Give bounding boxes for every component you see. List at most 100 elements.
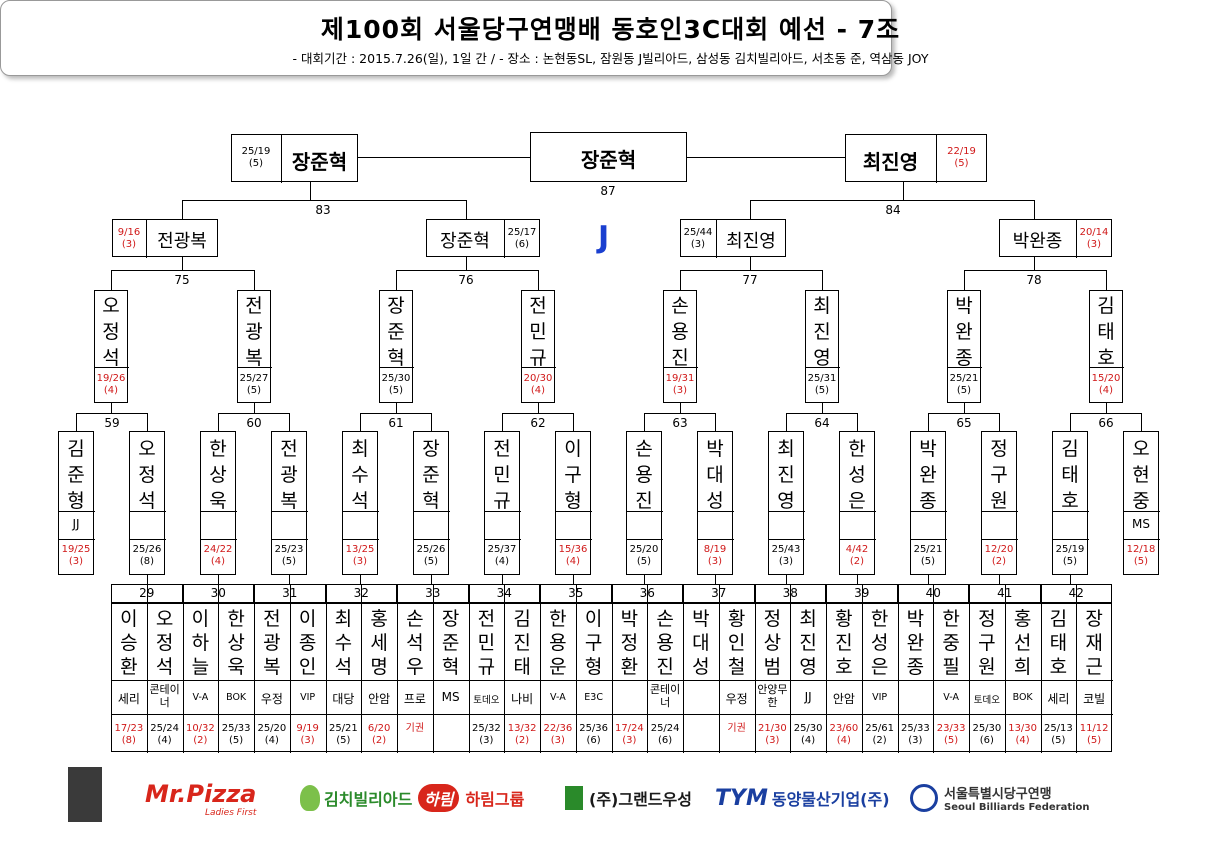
player-name-char: 한 bbox=[549, 608, 567, 630]
match-innings: (3) bbox=[300, 735, 315, 746]
match-number: 62 bbox=[530, 416, 546, 430]
bracket-line bbox=[1034, 200, 1035, 220]
match-score: 25/13 bbox=[1043, 723, 1073, 734]
match-score: 25/21 bbox=[913, 544, 943, 555]
bracket-line bbox=[111, 270, 255, 271]
player-name-char: 수 bbox=[351, 464, 369, 486]
match-score: 25/23 bbox=[274, 544, 304, 555]
bracket-line bbox=[183, 603, 184, 753]
match-number-box bbox=[111, 584, 183, 603]
round32-player-box bbox=[839, 431, 875, 575]
player-club: 프로 bbox=[403, 692, 426, 706]
player-name-char: 정 bbox=[620, 632, 639, 654]
sponsor-name: Mr.Pizza bbox=[145, 780, 257, 808]
player-name-char: 복 bbox=[263, 656, 281, 678]
match-score: 25/32 bbox=[471, 723, 501, 734]
player-name-char: 정 bbox=[978, 608, 996, 630]
bracket-line bbox=[147, 413, 148, 432]
match-score: 25/21 bbox=[328, 723, 358, 734]
sponsor-name: (주)그랜드우성 bbox=[589, 790, 692, 809]
match-score: 6/20 bbox=[367, 723, 391, 734]
player-name-char: 황 bbox=[727, 608, 746, 630]
bracket-line bbox=[1106, 270, 1107, 291]
player-name-char: 오 bbox=[102, 295, 120, 317]
player-club: 안암 bbox=[832, 692, 855, 706]
player-name-char: 진 bbox=[799, 632, 817, 654]
bracket-line bbox=[290, 603, 291, 753]
bracket-line bbox=[697, 539, 734, 540]
quarter-player-box bbox=[680, 219, 786, 257]
bracket-line bbox=[342, 511, 379, 512]
bracket-line bbox=[768, 539, 805, 540]
player-name-char: 석 bbox=[351, 490, 369, 512]
bracket-line bbox=[626, 539, 663, 540]
bracket-line bbox=[947, 367, 982, 368]
bracket-line bbox=[839, 511, 876, 512]
player-name-char: 한 bbox=[227, 608, 245, 630]
player-club: 코빌 bbox=[1083, 692, 1106, 706]
player-club: V-A bbox=[192, 692, 209, 703]
bracket-line bbox=[182, 257, 183, 271]
player-name-char: 욱 bbox=[209, 490, 227, 512]
player-name-char: 손 bbox=[406, 608, 424, 630]
player-name-char: 오 bbox=[1132, 438, 1150, 460]
bracket-line bbox=[933, 584, 934, 604]
bracket-line bbox=[1141, 413, 1142, 432]
bracket-line bbox=[862, 584, 863, 604]
bracket-line bbox=[936, 134, 937, 183]
player-name-char: 석 bbox=[155, 656, 174, 678]
match-score: 21/30 bbox=[757, 723, 787, 734]
quarter-player-name: 박완종 bbox=[1012, 231, 1063, 252]
sponsor-name: 서울특별시당구연맹 bbox=[944, 787, 1052, 802]
semi-player-box-left bbox=[231, 134, 358, 182]
cabbage-icon bbox=[300, 785, 320, 811]
match-score: 19/26 bbox=[96, 373, 126, 384]
bracket-line bbox=[502, 575, 503, 585]
sponsor-logo: (주)그랜드우성 bbox=[565, 780, 692, 816]
player-club: 세리 bbox=[1047, 692, 1070, 706]
round32-player-box bbox=[697, 431, 733, 575]
match-innings: (2) bbox=[872, 735, 887, 746]
match-score: 25/44 bbox=[683, 227, 713, 238]
match-score: 11/12 bbox=[1079, 723, 1109, 734]
bracket-line bbox=[466, 257, 467, 271]
bracket-line bbox=[647, 584, 648, 604]
match-innings: (5) bbox=[920, 556, 936, 567]
bracket-line bbox=[822, 270, 823, 291]
player-name-char: 호 bbox=[835, 656, 853, 678]
quarter-player-box bbox=[999, 219, 1112, 257]
player-name-char: 이 bbox=[191, 608, 210, 630]
match-score: 15/36 bbox=[558, 544, 588, 555]
round32-player-box bbox=[555, 431, 591, 575]
player-name-char: 혁 bbox=[422, 490, 440, 512]
round16-player-box bbox=[521, 290, 555, 403]
bracket-line bbox=[147, 584, 148, 604]
player-name-char: 용 bbox=[549, 632, 567, 654]
match-number: 31 bbox=[254, 586, 326, 600]
player-name-char: 형 bbox=[584, 656, 603, 678]
quarter-player-name: 최진영 bbox=[726, 231, 776, 252]
player-club: 콘테이너 bbox=[149, 683, 180, 709]
match-innings: (5) bbox=[1087, 735, 1102, 746]
player-name-char: 형 bbox=[564, 490, 582, 512]
match-number-box bbox=[254, 584, 326, 603]
match-score: 20/14 bbox=[1079, 227, 1109, 238]
match-innings: (6) bbox=[979, 735, 994, 746]
sponsor-name: 동양물산기업(주) bbox=[771, 790, 890, 809]
match-score: 25/26 bbox=[416, 544, 446, 555]
quarter-player-name: 전광복 bbox=[157, 231, 207, 252]
match-innings: (2) bbox=[991, 556, 1007, 567]
gray-block bbox=[68, 767, 102, 822]
bracket-line bbox=[342, 539, 379, 540]
match-innings: (4) bbox=[565, 556, 581, 567]
player-name-char: 종 bbox=[298, 632, 317, 654]
player-name-char: 정 bbox=[138, 464, 156, 486]
bracket-line bbox=[1106, 403, 1107, 414]
player-name-char: 전 bbox=[280, 438, 298, 460]
match-innings: (5) bbox=[1133, 556, 1149, 567]
player-club: MS bbox=[441, 690, 460, 704]
player-club: E3C bbox=[584, 692, 603, 703]
bracket-line bbox=[147, 603, 148, 753]
match-score: 25/27 bbox=[239, 373, 269, 384]
semi-player-name: 최진영 bbox=[862, 150, 919, 174]
